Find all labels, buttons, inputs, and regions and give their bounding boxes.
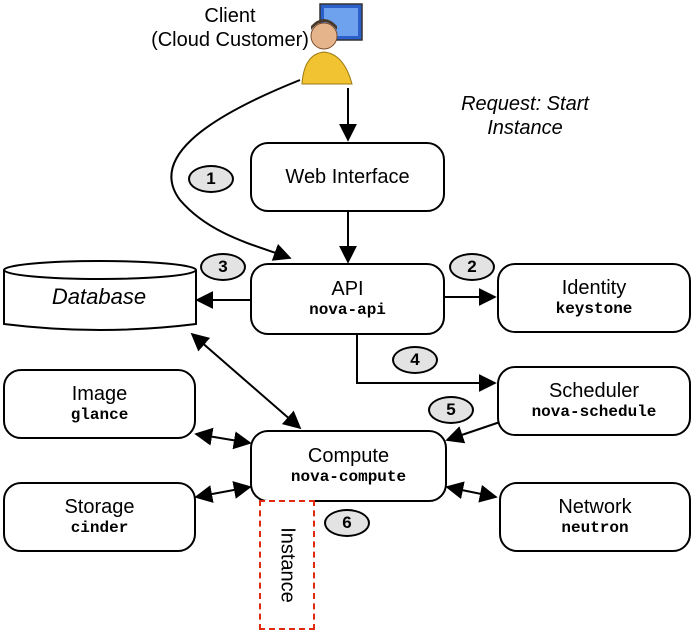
- network-title: Network: [558, 496, 632, 518]
- scheduler-node: Scheduler nova-schedule: [497, 366, 691, 436]
- database-title: Database: [51, 284, 147, 309]
- step-badge-3: 3: [200, 253, 246, 281]
- instance-title: Instance: [276, 527, 299, 603]
- step-badge-1: 1: [188, 165, 234, 193]
- database-cylinder: [3, 260, 197, 331]
- step-badge-5: 5: [428, 396, 474, 424]
- compute-sub: nova-compute: [290, 468, 407, 486]
- arrow-compute-network: [445, 481, 498, 503]
- client-label: Client (Cloud Customer): [130, 4, 330, 52]
- api-node: API nova-api: [250, 263, 445, 335]
- storage-sub: cinder: [70, 519, 129, 537]
- compute-node: Compute nova-compute: [250, 430, 447, 502]
- network-node: Network neutron: [499, 482, 691, 552]
- step-badge-2: 2: [449, 253, 495, 281]
- identity-node: Identity keystone: [497, 263, 691, 333]
- arrow-image-compute: [194, 427, 252, 450]
- client-label-line2: (Cloud Customer): [151, 29, 309, 51]
- step-badge-4: 4: [392, 346, 438, 374]
- user-at-computer-icon: [301, 3, 363, 85]
- storage-title: Storage: [64, 496, 135, 518]
- arrow-api-to-scheduler: [356, 335, 497, 392]
- image-title: Image: [71, 383, 128, 405]
- arrow-client-to-api: [170, 79, 301, 261]
- request-note-line1: Request: Start: [461, 93, 589, 115]
- identity-sub: keystone: [555, 300, 633, 318]
- instance-box: Instance: [259, 500, 315, 630]
- request-note-line2: Instance: [487, 117, 563, 139]
- arrow-scheduler-to-compute: [445, 421, 501, 444]
- scheduler-title: Scheduler: [548, 380, 640, 402]
- arrow-storage-compute: [194, 481, 252, 503]
- client-label-line1: Client: [204, 5, 256, 27]
- api-title: API: [331, 278, 364, 300]
- arrow-database-compute: [190, 332, 302, 430]
- identity-title: Identity: [561, 277, 627, 299]
- compute-title: Compute: [307, 445, 390, 467]
- network-sub: neutron: [561, 519, 629, 537]
- scheduler-sub: nova-schedule: [531, 403, 657, 421]
- web-interface-title: Web Interface: [285, 166, 410, 188]
- web-interface-node: Web Interface: [250, 142, 445, 212]
- image-node: Image glance: [3, 369, 196, 439]
- storage-node: Storage cinder: [3, 482, 196, 552]
- api-sub: nova-api: [309, 301, 386, 319]
- image-sub: glance: [70, 406, 129, 424]
- step-badge-6: 6: [324, 509, 370, 537]
- request-note: Request: Start Instance: [430, 92, 620, 140]
